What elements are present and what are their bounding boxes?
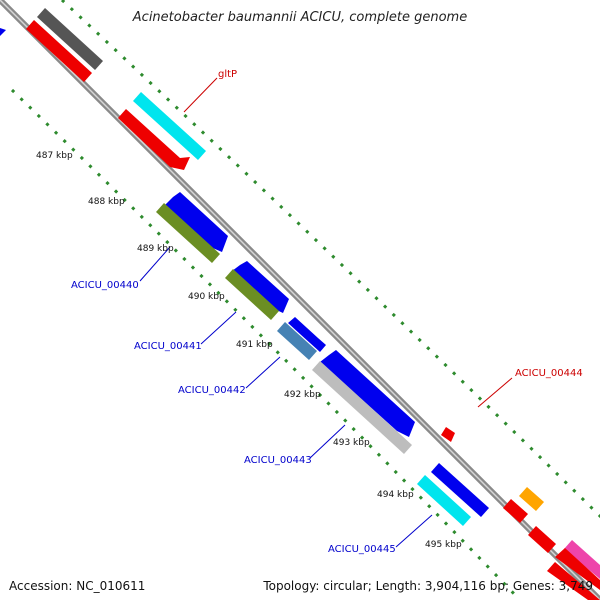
gene-arrow-gray[interactable] (37, 8, 103, 70)
gene-arrow-gltP-red[interactable] (118, 109, 190, 170)
accession-info: Accession: NC_010611 (9, 579, 145, 593)
gene-arrow-red-pair-b[interactable] (555, 548, 600, 590)
accession-value: NC_010611 (76, 579, 146, 593)
gene-arrow-red-pair-a[interactable] (528, 526, 556, 553)
scale-line-inner (10, 88, 522, 600)
tick-label-488: 488 kbp (88, 197, 125, 207)
leader-ACICU_00441 (200, 311, 237, 345)
gene-label-ACICU_00441[interactable]: ACICU_00441 (134, 341, 202, 352)
gene-arrow-blue-4[interactable] (320, 350, 415, 437)
leader-ACICU_00445 (395, 514, 433, 548)
gene-arrow-blue-5[interactable] (431, 463, 489, 517)
length-label: Length: (375, 579, 422, 593)
leader-ACICU_00443 (309, 424, 346, 459)
tick-label-492: 492 kbp (284, 390, 321, 400)
gene-name-labels: gltP ACICU_00440 ACICU_00441 ACICU_00442… (71, 69, 583, 555)
topology-label: Topology: (263, 579, 320, 593)
gene-arrow-ACICU_00444[interactable] (441, 427, 455, 442)
leader-ACICU_00440 (139, 246, 171, 282)
gene-features (0, 8, 600, 600)
gene-arrow-blue-3[interactable] (288, 317, 326, 352)
tick-label-491: 491 kbp (236, 340, 273, 350)
gene-arrow-gltP[interactable] (133, 92, 206, 160)
accession-label: Accession: (9, 579, 73, 593)
gene-arrow-blue-1[interactable] (165, 192, 228, 252)
gene-arrow-pink[interactable] (564, 540, 600, 579)
scale-tick-labels: 487 kbp 488 kbp 489 kbp 490 kbp 491 kbp … (36, 151, 462, 550)
tick-label-494: 494 kbp (377, 490, 414, 500)
gene-arrow-red-small[interactable] (503, 499, 528, 523)
tick-label-493: 493 kbp (333, 438, 370, 448)
genes-label: Genes: (512, 579, 555, 593)
gene-arrow-edge[interactable] (0, 28, 6, 36)
scale-line-outer (60, 0, 600, 519)
gene-label-ACICU_00444[interactable]: ACICU_00444 (515, 368, 583, 379)
gene-label-ACICU_00445[interactable]: ACICU_00445 (328, 544, 396, 555)
map-title: Acinetobacter baumannii ACICU, complete … (132, 10, 468, 25)
tick-label-495: 495 kbp (425, 540, 462, 550)
gene-arrow-ACICU_00441[interactable] (225, 269, 279, 320)
leader-gltP (183, 77, 218, 113)
leader-ACICU_00442 (245, 356, 281, 389)
gene-arrow-ACICU_00445[interactable] (417, 475, 471, 526)
tick-label-489: 489 kbp (137, 244, 174, 254)
scale-lines (10, 0, 600, 600)
gene-arrow-red-top[interactable] (26, 20, 92, 82)
gene-label-ACICU_00443[interactable]: ACICU_00443 (244, 455, 312, 466)
genome-summary: Topology: circular; Length: 3,904,116 bp… (263, 579, 593, 593)
length-value: 3,904,116 bp (424, 579, 505, 593)
gene-label-gltP[interactable]: gltP (218, 69, 237, 80)
leader-ACICU_00444 (477, 377, 513, 408)
gene-leader-lines (139, 77, 513, 548)
tick-label-490: 490 kbp (188, 292, 225, 302)
gene-arrow-ACICU_00442[interactable] (277, 322, 317, 360)
gene-label-ACICU_00440[interactable]: ACICU_00440 (71, 280, 139, 291)
gene-arrow-blue-2[interactable] (232, 261, 289, 313)
genes-value: 3,749 (558, 579, 593, 593)
tick-label-487: 487 kbp (36, 151, 73, 161)
gene-label-ACICU_00442[interactable]: ACICU_00442 (178, 385, 246, 396)
gene-arrow-ACICU_00440[interactable] (156, 203, 220, 263)
topology-value: circular (323, 579, 368, 593)
gene-arrow-orange[interactable] (519, 487, 544, 511)
gene-arrow-red-corner[interactable] (547, 562, 600, 600)
gene-arrow-ACICU_00443[interactable] (312, 361, 412, 454)
